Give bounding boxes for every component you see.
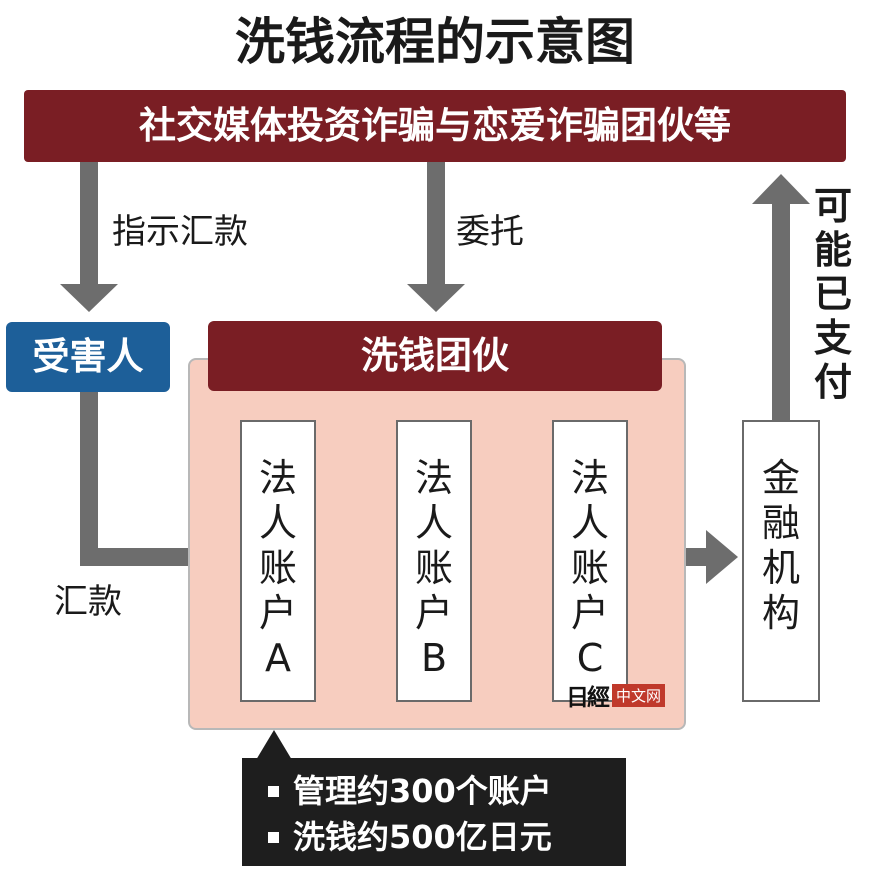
account-b-char: 法 xyxy=(414,456,453,500)
bank-char: 融 xyxy=(761,501,800,545)
note-item: 洗钱约500亿日元 xyxy=(268,814,626,860)
corporate-account-c: 法 人 账 户 C xyxy=(552,420,628,702)
account-a-char: A xyxy=(265,636,291,680)
bullet-icon xyxy=(268,785,279,797)
account-a-char: 人 xyxy=(258,501,297,545)
entrust-label: 委托 xyxy=(456,212,524,252)
note-text: 管理约300个账户 xyxy=(293,772,552,810)
instruct-remit-label: 指示汇款 xyxy=(112,212,248,252)
gang-stats-callout: 管理约300个账户 洗钱约500亿日元 xyxy=(242,758,626,866)
account-a-char: 户 xyxy=(258,591,297,635)
c-to-bank-head xyxy=(706,530,738,584)
payment-arrow-shaft xyxy=(772,202,790,422)
account-c-char: 账 xyxy=(570,546,609,590)
may-have-paid-char: 支 xyxy=(813,316,852,360)
account-b-char: 人 xyxy=(414,501,453,545)
may-have-paid-char: 能 xyxy=(813,228,852,272)
account-c-char: 户 xyxy=(570,591,609,635)
note-text: 洗钱约500亿日元 xyxy=(293,818,552,856)
note-item: 管理约300个账户 xyxy=(268,768,626,814)
account-a-char: 账 xyxy=(258,546,297,590)
remit-label: 汇款 xyxy=(54,582,122,622)
entrust-arrow-shaft xyxy=(427,162,445,286)
account-c-char: 人 xyxy=(570,501,609,545)
diagram-title: 洗钱流程的示意图 xyxy=(235,13,635,71)
instruct-arrow-shaft xyxy=(80,162,98,286)
account-b-char: B xyxy=(420,636,448,680)
may-have-paid-char: 已 xyxy=(813,272,852,316)
may-have-paid-label: 可 能 已 支 付 xyxy=(800,184,866,404)
bullet-icon xyxy=(268,831,279,843)
account-c-char: C xyxy=(576,636,604,680)
remit-arrow-vertical xyxy=(80,392,98,566)
fraud-groups-banner: 社交媒体投资诈骗与恋爱诈骗团伙等 xyxy=(24,90,846,162)
corporate-account-b: 法 人 账 户 B xyxy=(396,420,472,702)
may-have-paid-char: 可 xyxy=(813,184,852,228)
remit-arrow-horizontal xyxy=(80,548,210,566)
corporate-account-a: 法 人 账 户 A xyxy=(240,420,316,702)
victim-box: 受害人 xyxy=(6,322,170,392)
account-a-char: 法 xyxy=(258,456,297,500)
bank-char: 金 xyxy=(761,456,800,500)
gang-header: 洗钱团伙 xyxy=(208,321,662,391)
nikkei-watermark: 日經 中文网 xyxy=(566,681,666,711)
instruct-arrow-head xyxy=(60,284,118,312)
account-b-char: 账 xyxy=(414,546,453,590)
bank-char: 构 xyxy=(761,591,800,635)
watermark-logo: 日經 xyxy=(566,684,610,711)
entrust-arrow-head xyxy=(407,284,465,312)
bank-char: 机 xyxy=(761,546,800,590)
watermark-tag: 中文网 xyxy=(612,683,666,707)
may-have-paid-char: 付 xyxy=(813,360,852,404)
account-c-char: 法 xyxy=(570,456,609,500)
callout-pointer xyxy=(256,730,292,760)
payment-arrow-head xyxy=(752,174,810,204)
account-b-char: 户 xyxy=(414,591,453,635)
financial-institution-box: 金 融 机 构 xyxy=(742,420,820,702)
